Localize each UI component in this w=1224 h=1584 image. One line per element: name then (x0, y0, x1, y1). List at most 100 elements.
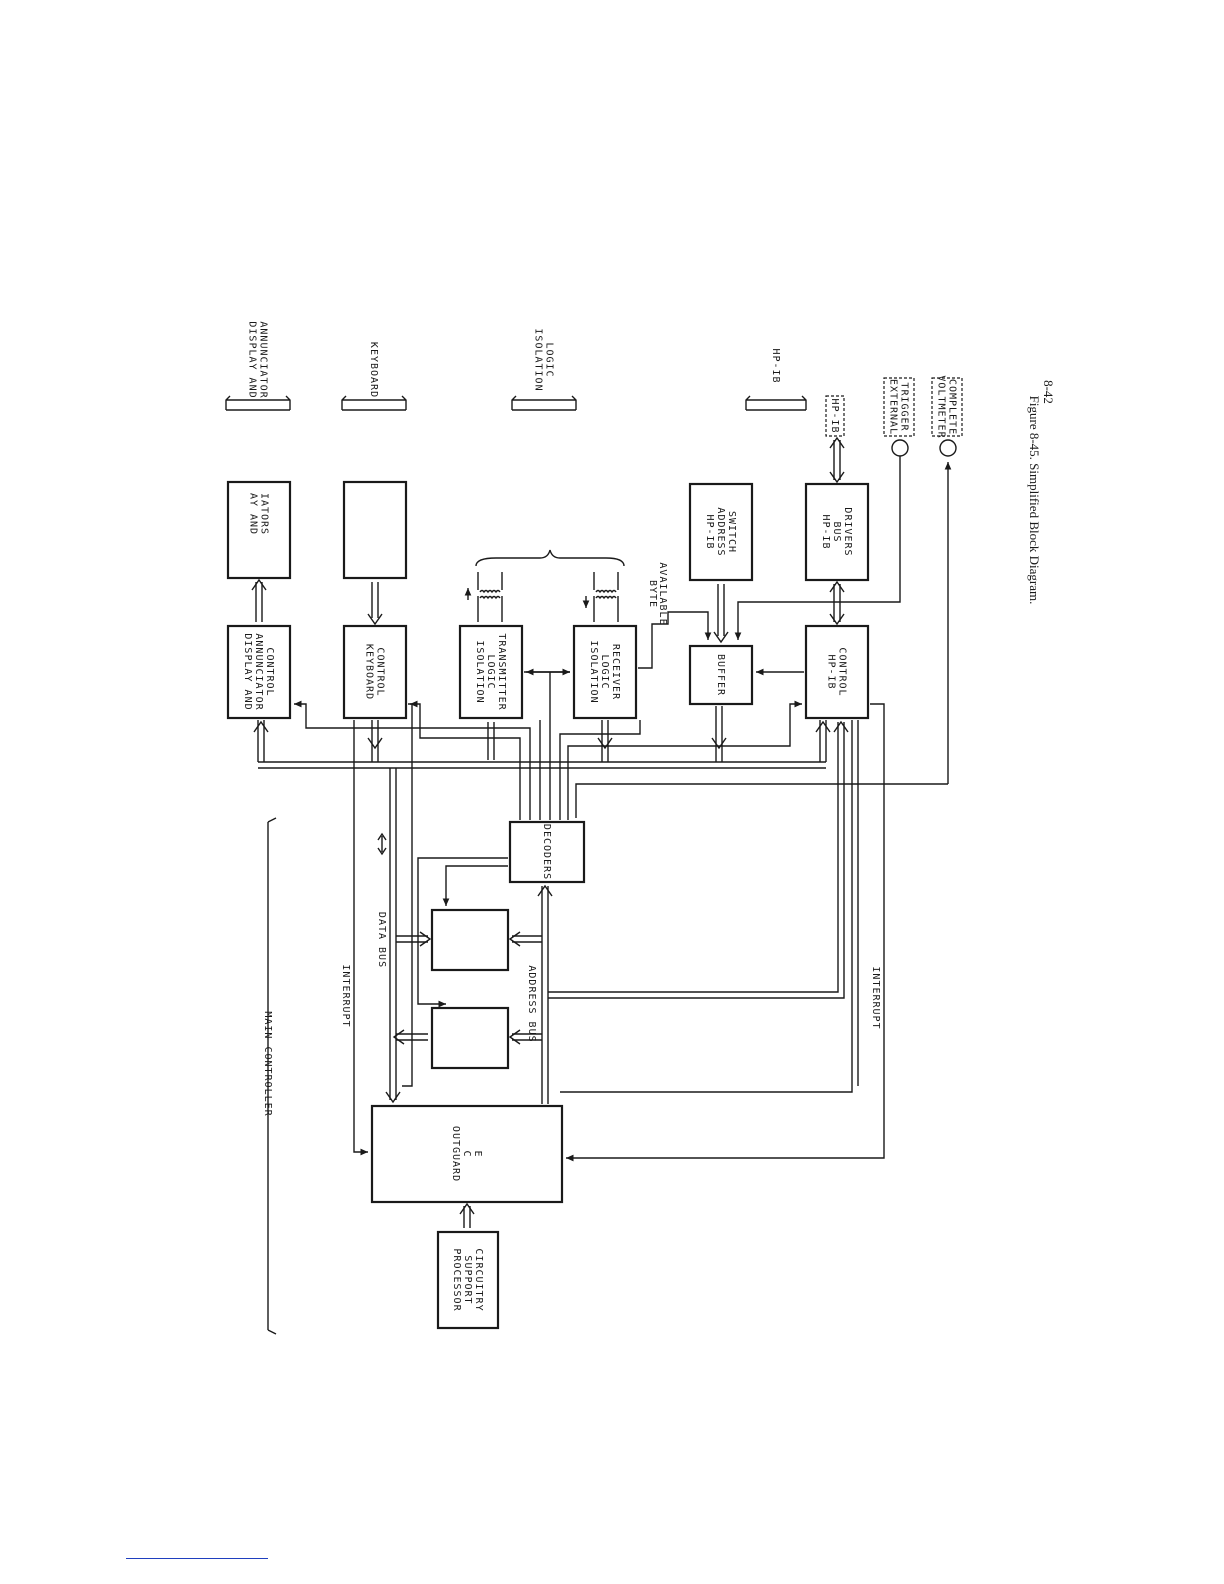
display-control-label-line-0: DISPLAY AND (242, 633, 253, 710)
interrupt-right-label-line-0: INTERRUPT (870, 966, 881, 1029)
isolation-transformer-tx (464, 572, 503, 622)
figure-caption-line-0: Figure 8-45. Simplified Block Diagram. (1027, 396, 1042, 605)
hpib-port-label-line-0: HP-IB (829, 398, 840, 433)
iso-receiver-label-line-2: RECEIVER (610, 644, 621, 700)
external-hpib-connector (745, 395, 807, 411)
isolation-receiver-box (572, 624, 638, 720)
hpib-control-label-line-0: HP-IB (826, 654, 837, 689)
main-controller-label-line-0: MAIN CONTROLLER (262, 1011, 273, 1116)
hpib-address-switch-box (688, 482, 754, 582)
page-number-line-0: 8-42 (1041, 380, 1056, 404)
data-bus-trunk (253, 706, 831, 769)
decoders-box (508, 820, 586, 884)
bracket-bottom-tick (267, 1329, 277, 1335)
processor-support-box (436, 1230, 500, 1330)
processor-support-label-line-2: CIRCUITRY (473, 1248, 484, 1311)
memory-upper-box (430, 908, 510, 972)
figure-caption: Figure 8-45. Simplified Block Diagram. (1027, 396, 1042, 605)
address-bus-vertical (508, 720, 849, 1104)
display-annunciator-unit-box (226, 480, 292, 580)
decoder-select-lines (294, 672, 802, 820)
hpib-switch-label-line-2: SWITCH (726, 511, 737, 553)
hpib-port-label-box (825, 395, 845, 437)
interrupt-left-label-line-0: INTERRUPT (340, 964, 351, 1027)
keyboard-link-arrow (367, 582, 383, 626)
footer-rule (126, 1558, 268, 1559)
display-control-label-line-1: ANNUNCIATOR (253, 633, 264, 710)
page-number: 8-42 (1041, 380, 1056, 404)
memory-lower-box (430, 1006, 510, 1070)
hpib-control-label-line-1: CONTROL (837, 647, 848, 696)
outguard-label-line-1: C (461, 1150, 472, 1157)
byte-available-line (638, 611, 712, 669)
data-bus-label: DATA BUS (376, 912, 387, 968)
interrupt-right-line (566, 703, 885, 1162)
interrupt-left-line (353, 703, 413, 1156)
address-bus-label: ADDRESS BUS (526, 965, 537, 1042)
processor-support-label-line-1: SUPPORT (462, 1255, 473, 1304)
ext-display-label-line-0: DISPLAY AND (247, 321, 258, 398)
hpib-switch-arrow (713, 584, 729, 644)
hpib-drivers-label-line-0: HP-IB (820, 514, 831, 549)
bracket-top-tick (267, 817, 277, 823)
byte-available-label-line-0: BYTE (647, 580, 658, 608)
ext-display-label-line-1: ANNUNCIATOR (258, 321, 269, 398)
hpib-drivers-label-line-2: DRIVERS (842, 507, 853, 556)
ext-isolation-label-line-0: ISOLATION (533, 328, 544, 391)
voltmeter-complete-label-box (931, 377, 963, 437)
hpib-switch-label-line-1: ADDRESS (715, 507, 726, 556)
external-keyboard-connector (341, 395, 407, 411)
display-unit-label-line-1: IATORS (259, 493, 270, 535)
iso-transmitter-label-line-1: LOGIC (485, 654, 496, 689)
interrupt-left-label: INTERRUPT (340, 964, 351, 1027)
hpib-port-label: HP-IB (829, 398, 840, 433)
voltmeter-complete-terminal (939, 439, 957, 457)
buffer-label: BUFFER (715, 654, 726, 696)
hpib-port-arrow (829, 436, 845, 484)
ext-trigger-label-line-1: TRIGGER (899, 382, 910, 431)
iso-receiver-label-line-0: ISOLATION (588, 640, 599, 703)
processor-support-label-line-0: PROCESSOR (451, 1248, 462, 1311)
ext-hpib-label-line-0: HP-IB (770, 348, 781, 383)
display-annunciator-control-box (226, 624, 292, 720)
display-link-arrow (251, 578, 267, 622)
data-bus-label-line-0: DATA BUS (376, 912, 387, 968)
hpib-switch-label-line-0: HP-IB (704, 514, 715, 549)
isolation-transformer-rx (582, 572, 619, 622)
external-display-connector (225, 395, 291, 411)
hpib-bus-drivers-box (804, 482, 870, 582)
keyboard-control-box (342, 624, 408, 720)
buffer-box (688, 644, 754, 706)
interrupt-right-label: INTERRUPT (870, 966, 881, 1029)
isolation-transmitter-box (458, 624, 524, 720)
iso-receiver-label-line-1: LOGIC (599, 654, 610, 689)
decoders-label: DECODERS (541, 824, 552, 880)
decoder-to-memory (417, 857, 508, 1008)
hpib-drivers-label-line-1: BUS (831, 521, 842, 542)
outguard-label-line-0: OUTGUARD (450, 1126, 461, 1182)
keyboard-control-label-line-1: CONTROL (375, 647, 386, 696)
ext-hpib-label: HP-IB (770, 348, 781, 383)
main-controller-label: MAIN CONTROLLER (262, 1011, 273, 1116)
hpib-control-box (804, 624, 870, 720)
external-isolation-connector (511, 395, 577, 411)
outguard-label-line-2: E (472, 1150, 483, 1157)
display-control-label-line-2: CONTROL (264, 647, 275, 696)
address-bus-label-line-0: ADDRESS BUS (526, 965, 537, 1042)
decoders-label-line-0: DECODERS (541, 824, 552, 880)
hpib-control-feed (560, 720, 859, 1093)
